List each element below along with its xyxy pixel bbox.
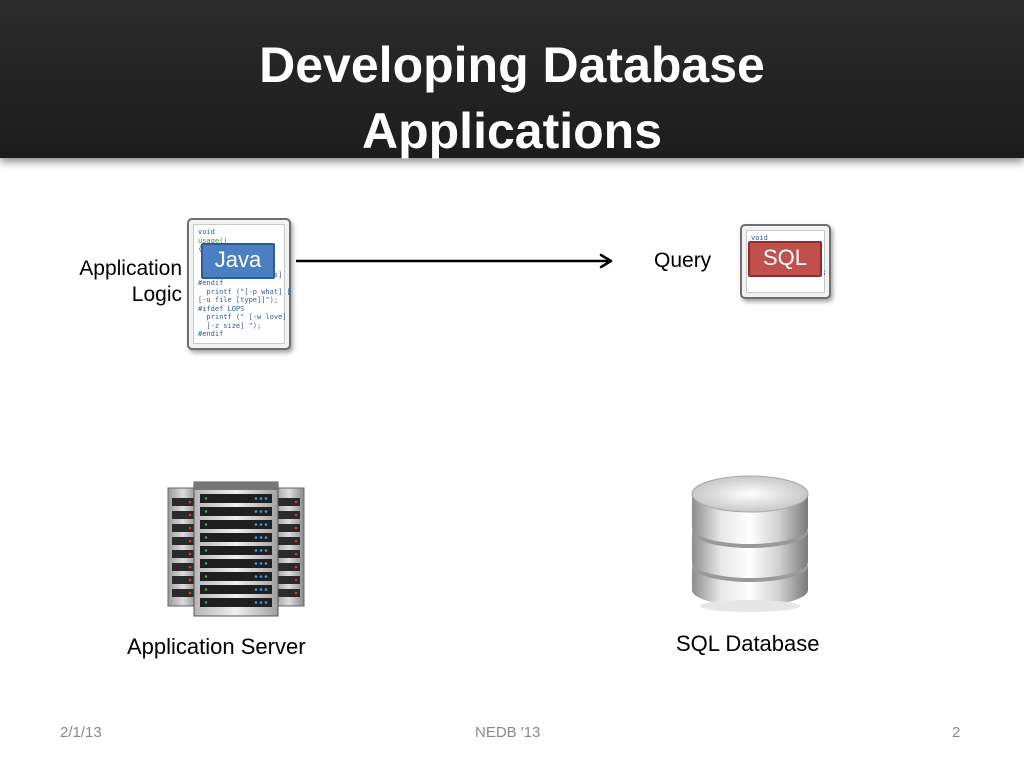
server-rack-icon <box>167 481 305 617</box>
footer-date: 2/1/13 <box>60 724 102 741</box>
database-cylinder-icon <box>691 475 809 612</box>
sql-database-label: SQL Database <box>676 631 820 656</box>
title-line-2: Applications <box>361 103 663 159</box>
app-server-label: Application Server <box>127 634 306 659</box>
footer-page-number: 2 <box>952 724 961 741</box>
app-logic-label-line2: Logic <box>131 283 182 306</box>
java-tag: Java <box>201 243 275 279</box>
java-code-document-icon: void usage() { printf ("Usage: [-h] [-a]… <box>187 218 291 350</box>
app-logic-label: Application Logic <box>66 256 182 308</box>
app-logic-label-line1: Application <box>79 257 182 280</box>
title-line-1: Developing Database <box>259 37 765 93</box>
sql-tag: SQL <box>748 241 822 277</box>
title-bar: Developing Database Applications <box>0 0 1024 159</box>
query-label: Query <box>654 249 712 272</box>
query-arrow-icon <box>296 253 613 269</box>
slide-title: Developing Database Applications <box>0 32 1024 164</box>
footer-center: NEDB '13 <box>475 724 541 741</box>
